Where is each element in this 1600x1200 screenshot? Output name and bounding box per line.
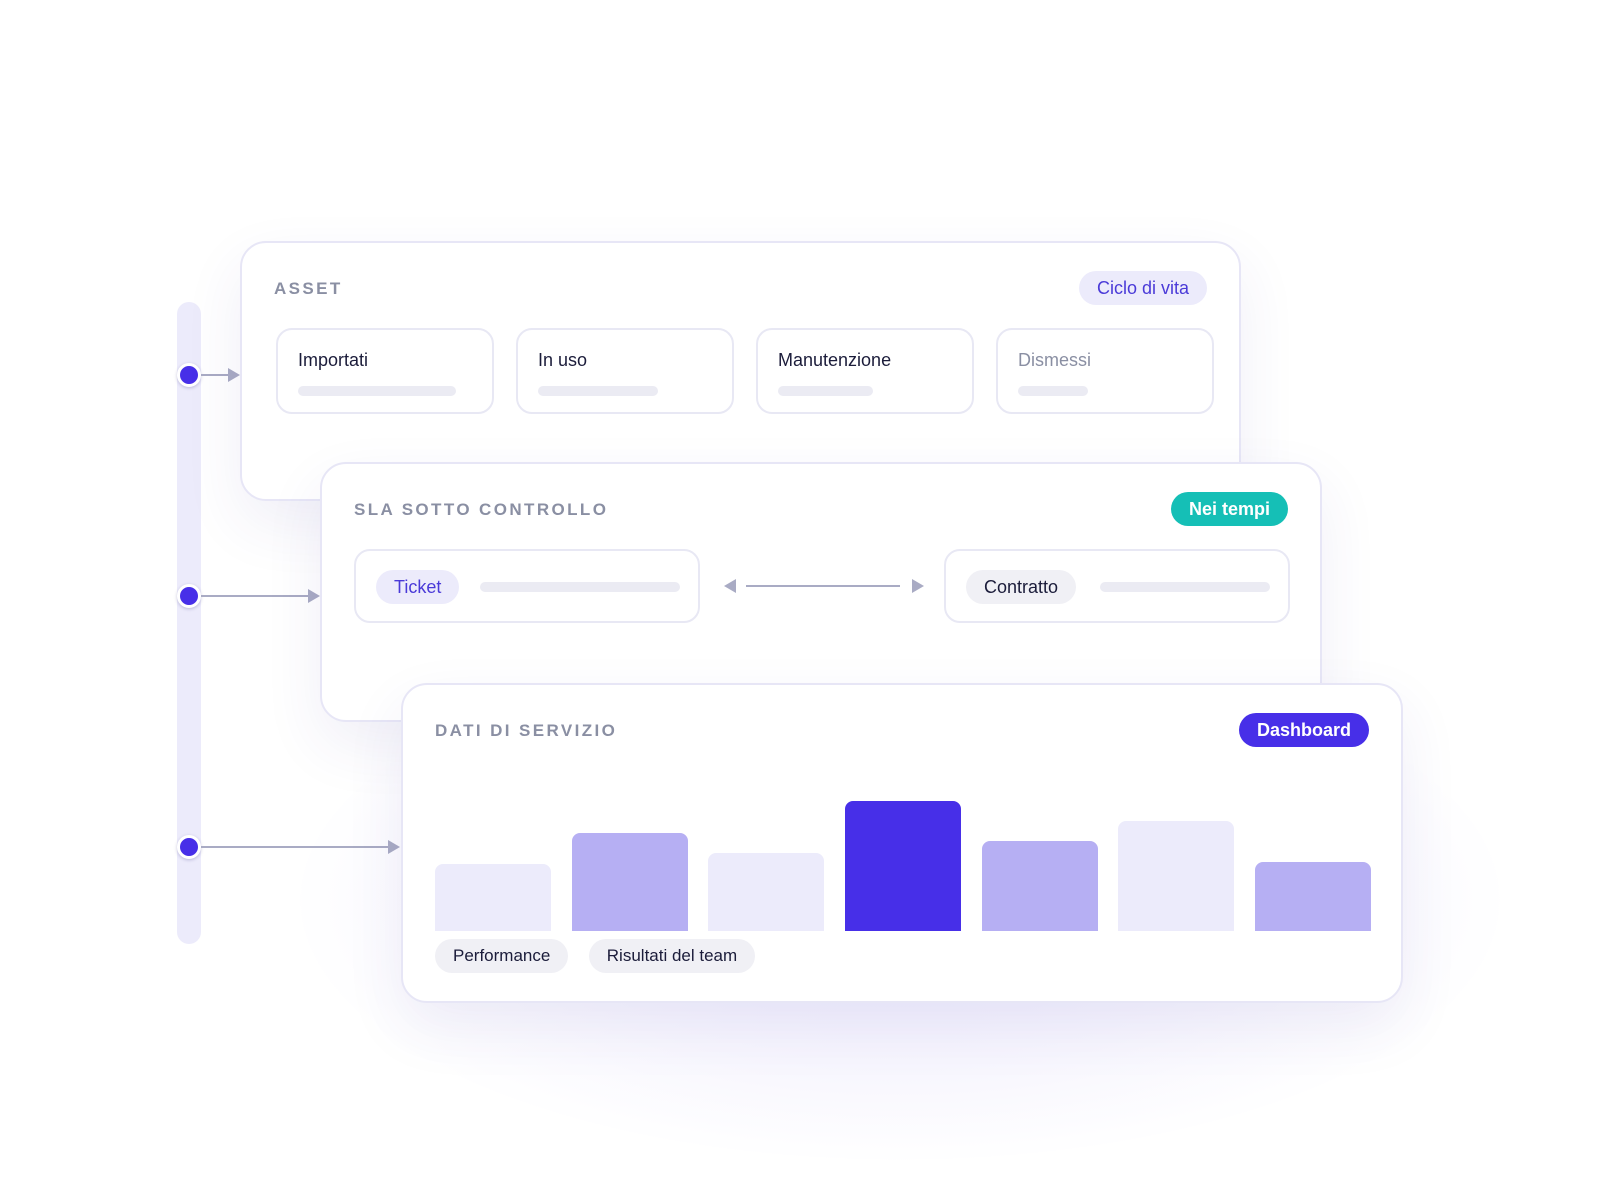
arrow-right-icon [912, 579, 924, 593]
performance-chip[interactable]: Performance [435, 939, 569, 973]
chart-bar-1 [435, 864, 551, 931]
asset-card: ASSET Ciclo di vita Importati In uso Man… [240, 241, 1241, 501]
chart-bar-2 [572, 833, 688, 931]
link-line [746, 585, 900, 587]
connector-arrow-service [201, 840, 400, 854]
stage-progress-bar [538, 386, 658, 396]
sla-card: SLA SOTTO CONTROLLO Nei tempi Ticket Con… [320, 462, 1322, 722]
stage-progress-bar [298, 386, 456, 396]
service-chips: Performance Risultati del team [435, 939, 771, 973]
stage-card-manutenzione[interactable]: Manutenzione [756, 328, 974, 414]
on-time-badge[interactable]: Nei tempi [1170, 492, 1288, 526]
stage-card-importati[interactable]: Importati [276, 328, 494, 414]
stage-progress-bar [1018, 386, 1088, 396]
connector-arrow-asset [201, 368, 240, 382]
ticket-placeholder-bar [480, 582, 680, 592]
stage-progress-bar [778, 386, 873, 396]
chart-bar-3 [708, 853, 824, 931]
sla-card-title: SLA SOTTO CONTROLLO [354, 500, 609, 519]
lifecycle-badge[interactable]: Ciclo di vita [1078, 271, 1207, 305]
stage-card-dismessi[interactable]: Dismessi [996, 328, 1214, 414]
ticket-chip[interactable]: Ticket [376, 570, 460, 604]
chart-bar-7 [1255, 862, 1371, 931]
stage-card-in-uso[interactable]: In uso [516, 328, 734, 414]
chart-bar-6 [1118, 821, 1234, 931]
stage-label: Importati [298, 350, 369, 370]
ticket-box[interactable]: Ticket [354, 549, 700, 623]
service-bar-chart [435, 781, 1371, 931]
team-results-chip[interactable]: Risultati del team [588, 939, 756, 973]
service-data-card: DATI DI SERVIZIO Dashboard Performance R… [401, 683, 1403, 1003]
chart-bar-4 [845, 801, 961, 931]
contract-chip[interactable]: Contratto [966, 570, 1077, 604]
timeline-dot-asset [177, 363, 201, 387]
arrow-left-icon [724, 579, 736, 593]
stage-label: In uso [538, 350, 588, 370]
timeline-dot-sla [177, 584, 201, 608]
dashboard-button[interactable]: Dashboard [1238, 713, 1369, 747]
service-card-title: DATI DI SERVIZIO [435, 721, 618, 740]
connector-arrow-sla [201, 589, 320, 603]
timeline-dot-service [177, 835, 201, 859]
contract-box[interactable]: Contratto [944, 549, 1290, 623]
contract-placeholder-bar [1100, 582, 1270, 592]
chart-bar-5 [982, 841, 1098, 931]
asset-card-title: ASSET [274, 279, 343, 298]
stage-label: Dismessi [1018, 350, 1092, 370]
stage-label: Manutenzione [778, 350, 892, 370]
